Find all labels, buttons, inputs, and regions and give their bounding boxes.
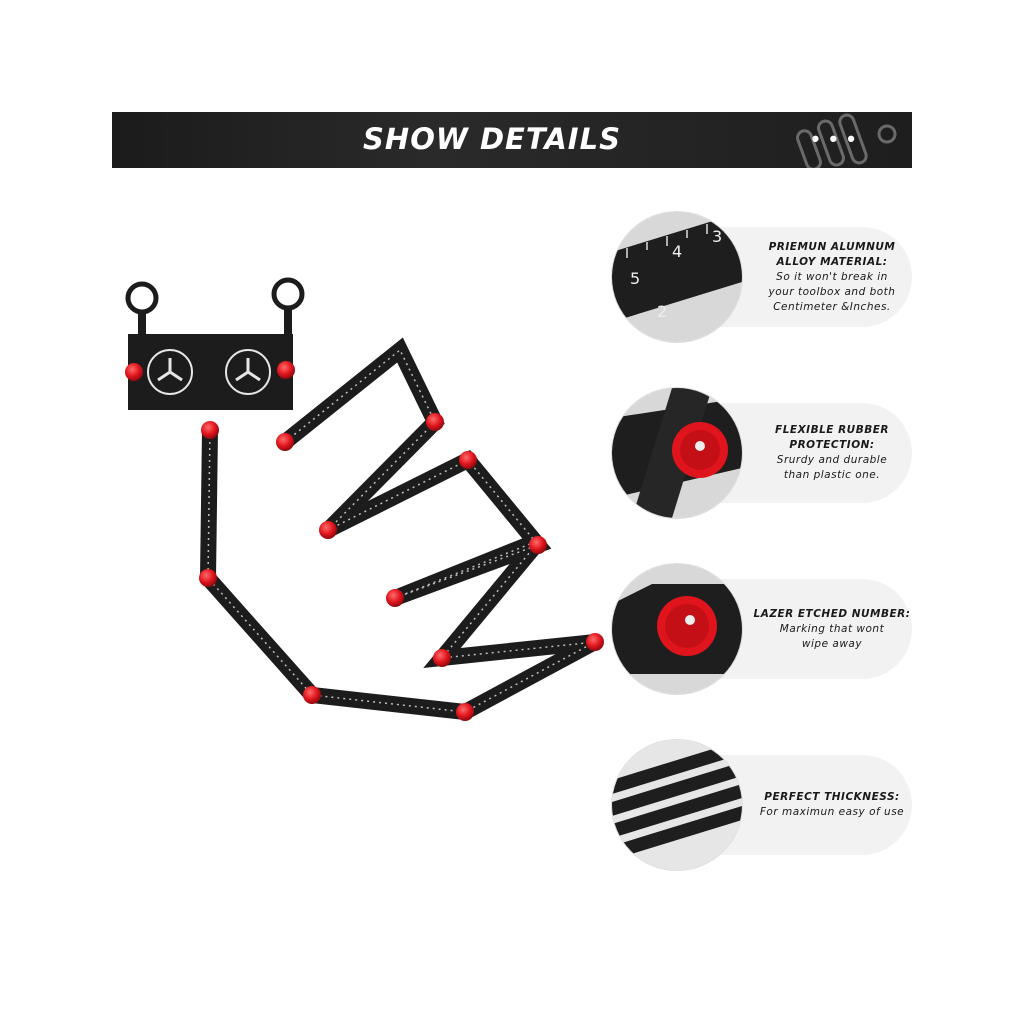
header-banner: SHOW DETAILS • • • bbox=[112, 112, 912, 168]
svg-text:3: 3 bbox=[712, 227, 722, 246]
hanging-ring-icon bbox=[125, 277, 305, 315]
feature-description: LAZER ETCHED NUMBER: Marking that wont w… bbox=[753, 607, 911, 650]
svg-text:5: 5 bbox=[630, 269, 640, 288]
feature-description: PERFECT THICKNESS: For maximun easy of u… bbox=[759, 791, 905, 818]
feature-perfect-thickness: PERFECT THICKNESS: For maximun easy of u… bbox=[612, 740, 912, 870]
red-knob-icon bbox=[125, 361, 604, 721]
feature-description: FLEXIBLE RUBBER PROTECTION: Srurdy and d… bbox=[775, 424, 889, 481]
red-knob-closeup-icon bbox=[612, 388, 742, 518]
more-dots-icon: • • • bbox=[811, 126, 857, 151]
wrench-decoration-icon bbox=[796, 113, 897, 168]
feature-aluminum-alloy: 3 4 5 2 PRIEMUN ALUMNUM ALLOY MATERIAL: … bbox=[612, 212, 912, 342]
svg-text:4: 4 bbox=[672, 242, 682, 261]
feature-laser-etched: LAZER ETCHED NUMBER: Marking that wont w… bbox=[612, 564, 912, 694]
svg-text:2: 2 bbox=[657, 302, 667, 321]
feature-description: PRIEMUN ALUMNUM ALLOY MATERIAL: So it wo… bbox=[768, 240, 896, 313]
ruler-scale-closeup-icon: 3 4 5 2 bbox=[612, 212, 742, 342]
etched-number-closeup-icon bbox=[612, 564, 742, 694]
multi-angle-ruler-image bbox=[125, 277, 604, 721]
feature-rubber-protection: FLEXIBLE RUBBER PROTECTION: Srurdy and d… bbox=[612, 388, 912, 518]
template-plate bbox=[128, 334, 293, 410]
page-title: SHOW DETAILS bbox=[363, 122, 621, 156]
stacked-arms-closeup-icon bbox=[612, 740, 742, 870]
